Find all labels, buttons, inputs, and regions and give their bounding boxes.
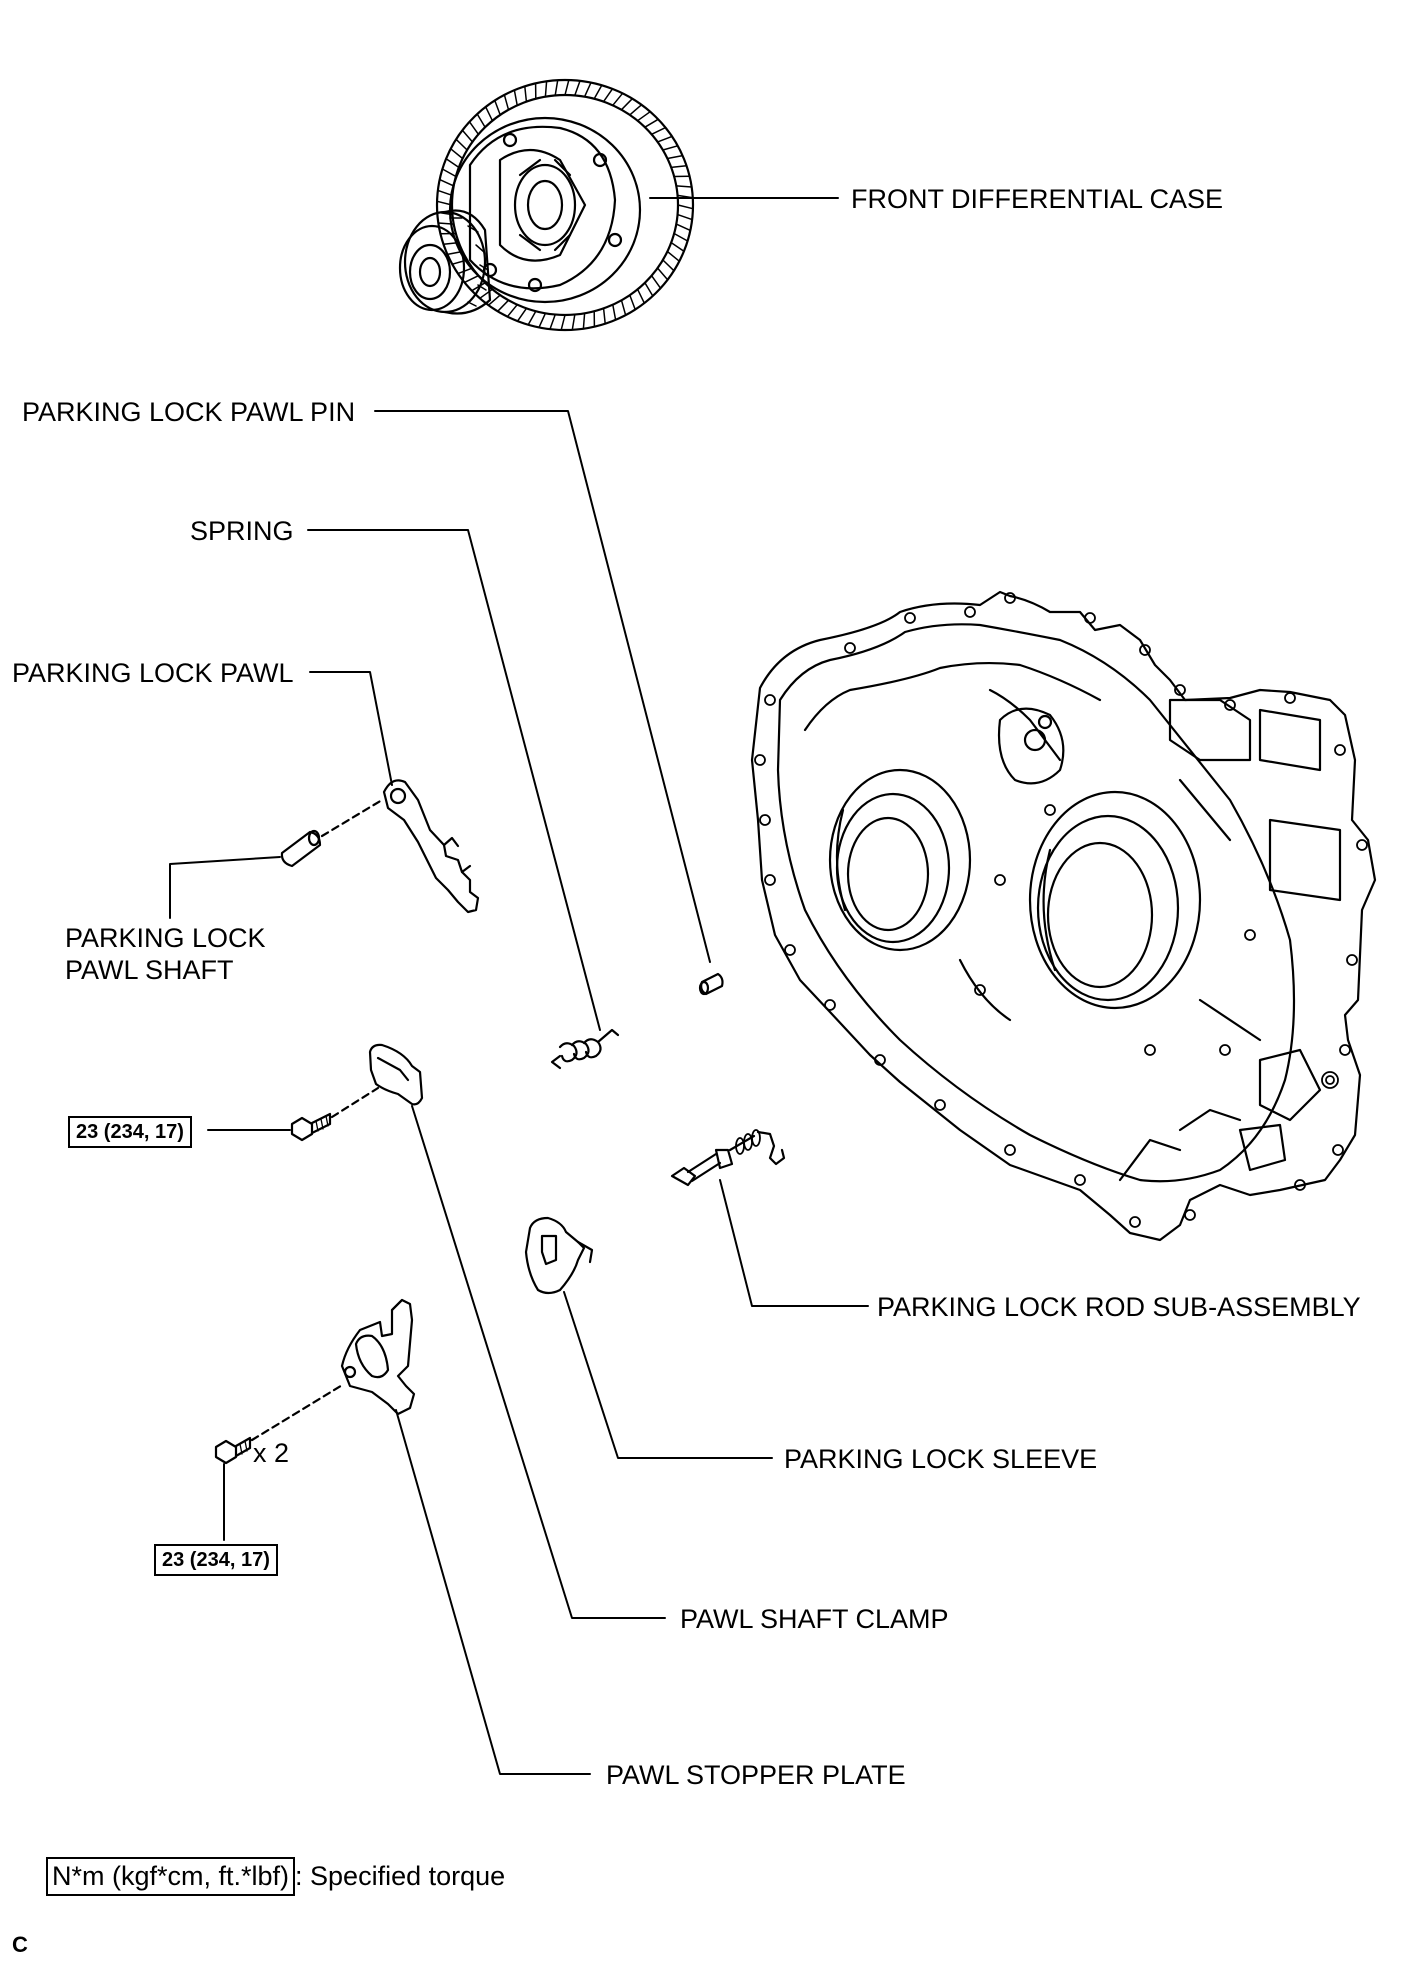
gear-tooth (638, 289, 645, 303)
gear-tooth (451, 149, 463, 159)
torque-legend: N*m (kgf*cm, ft.*lbf): Specified torque (46, 1857, 505, 1896)
gear-tooth (446, 159, 459, 168)
gear-tooth (495, 101, 500, 115)
pawl-shaft-clamp-drawing (370, 1045, 422, 1105)
gear-tooth (458, 268, 472, 274)
leader-pawl-shaft (170, 857, 280, 918)
gear-tooth (667, 156, 682, 159)
gear-tooth (658, 268, 668, 280)
label-parking-lock-pawl-shaft-line1: PARKING LOCK (65, 925, 266, 952)
gear-tooth (645, 283, 653, 296)
gear-tooth (465, 276, 479, 283)
gear-tooth (575, 81, 580, 96)
gear-tooth (477, 114, 485, 127)
gear-tooth (658, 136, 672, 142)
gear-tooth (613, 93, 623, 105)
gear-tooth (671, 243, 684, 252)
gear-tooth (630, 295, 635, 309)
gear-tooth (667, 252, 679, 262)
gear-tooth (676, 224, 690, 230)
label-parking-lock-rod-sub-assembly: PARKING LOCK ROD SUB-ASSEMBLY (877, 1294, 1361, 1321)
gear-tooth (528, 311, 536, 324)
parking-lock-pawl-drawing (384, 780, 478, 912)
transaxle-housing-drawing (752, 592, 1375, 1240)
gear-tooth (622, 300, 626, 315)
gear-tooth (645, 119, 658, 127)
gear-tooth (565, 80, 569, 95)
gear-tooth (583, 313, 584, 328)
label-parking-lock-pawl-pin: PARKING LOCK PAWL PIN (22, 399, 355, 426)
gear-tooth (555, 80, 558, 95)
gear-tooth (663, 146, 678, 150)
clamp-bolt-drawing (292, 1114, 330, 1140)
gear-tooth (550, 315, 555, 330)
leader-pawl-pin (375, 411, 710, 962)
leader-spring (308, 530, 600, 1030)
gear-tooth (442, 169, 456, 177)
gear-tooth (638, 112, 651, 121)
torque-spec-stopper-plate-bolt: 23 (234, 17) (154, 1544, 278, 1576)
spring-drawing (552, 1030, 618, 1068)
gear-tooth (652, 276, 661, 289)
leader-rod (720, 1180, 868, 1306)
gear-tooth (671, 166, 686, 168)
gear-tooth (545, 81, 546, 96)
gear-tooth (622, 99, 633, 110)
gear-tooth (663, 260, 674, 271)
leader-sleeve (564, 1292, 772, 1458)
gear-tooth (525, 86, 527, 101)
leader-clamp (412, 1106, 665, 1618)
front-differential-case-drawing (400, 80, 693, 330)
parking-lock-pawl-pin-drawing (700, 974, 723, 994)
leader-pawl (310, 672, 392, 785)
label-parking-lock-sleeve: PARKING LOCK SLEEVE (784, 1446, 1097, 1473)
gear-tooth (613, 305, 616, 320)
gear-tooth (486, 107, 493, 121)
gear-tooth (456, 139, 467, 150)
gear-tooth (604, 89, 613, 102)
gear-tooth (440, 180, 454, 186)
gear-tooth (539, 313, 545, 327)
label-front-differential-case: FRONT DIFFERENTIAL CASE (851, 186, 1223, 213)
gear-tooth (462, 130, 472, 142)
label-quantity: x 2 (253, 1440, 289, 1467)
label-parking-lock-pawl-shaft-line2: PAWL SHAFT (65, 957, 234, 984)
gear-tooth (678, 215, 693, 220)
gear-tooth (504, 95, 508, 110)
gear-tooth (630, 105, 642, 115)
gear-tooth (561, 315, 565, 330)
label-parking-lock-pawl: PARKING LOCK PAWL (12, 660, 294, 687)
parking-lock-sleeve-drawing (526, 1218, 592, 1293)
corner-mark: C (12, 1932, 28, 1958)
legend-description: : Specified torque (295, 1861, 505, 1891)
parking-lock-pawl-shaft-drawing (282, 831, 320, 866)
torque-spec-clamp-bolt: 23 (234, 17) (68, 1116, 192, 1148)
leader-lines (170, 198, 868, 1774)
pawl-stopper-plate-drawing (342, 1300, 414, 1414)
gear-tooth (498, 300, 509, 311)
clamp-bolt-dashed-line (332, 1088, 378, 1117)
label-spring: SPRING (190, 518, 294, 545)
gear-tooth (678, 205, 693, 209)
stopper-plate-bolt-drawing (216, 1438, 250, 1463)
gear-tooth (652, 128, 666, 135)
legend-unit-box: N*m (kgf*cm, ft.*lbf) (46, 1857, 295, 1896)
gear-tooth (604, 308, 606, 323)
stopper-bolt-dashed-line (252, 1384, 344, 1440)
parking-lock-rod-drawing (672, 1130, 784, 1185)
gear-tooth (514, 90, 517, 105)
leader-stopper-plate (396, 1410, 590, 1774)
gear-tooth (470, 122, 479, 135)
label-pawl-stopper-plate: PAWL STOPPER PLATE (606, 1762, 906, 1789)
label-pawl-shaft-clamp: PAWL SHAFT CLAMP (680, 1606, 949, 1633)
gear-tooth (594, 85, 602, 98)
gear-tooth (585, 83, 591, 97)
gear-tooth (572, 315, 575, 330)
gear-tooth (674, 234, 688, 242)
pawl-shaft-dashed-line (322, 800, 382, 836)
gear-tooth (676, 186, 691, 187)
gear-tooth (507, 305, 517, 317)
gear-tooth (518, 308, 527, 321)
